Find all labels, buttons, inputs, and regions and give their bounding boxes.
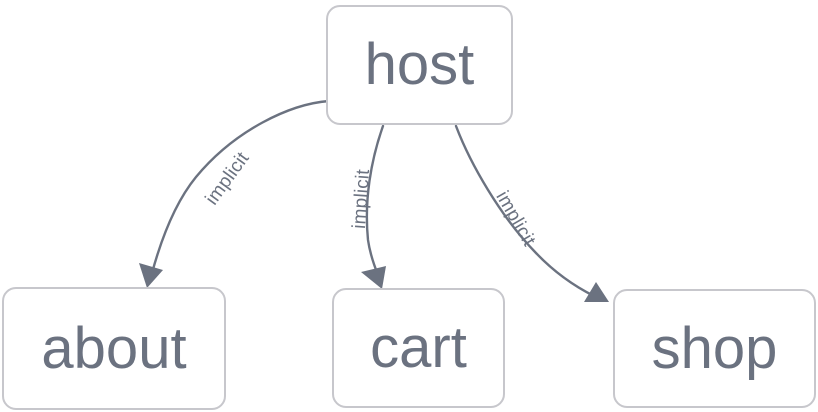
edge-host-about-arrowhead (139, 263, 163, 288)
node-host-label: host (364, 32, 475, 97)
edge-host-cart-label: implicit (349, 168, 374, 229)
edge-host-cart[interactable]: implicit (349, 124, 386, 289)
node-about[interactable]: about (2, 287, 226, 410)
edge-host-shop[interactable]: implicit (454, 124, 609, 302)
node-shop-label: shop (651, 315, 778, 381)
edge-host-cart-path (365, 124, 385, 277)
node-shop[interactable]: shop (613, 289, 816, 408)
edge-host-about-path (150, 99, 331, 275)
node-cart-label: cart (370, 315, 467, 380)
edge-host-about-label: implicit (202, 148, 254, 209)
edge-host-about[interactable]: implicit (139, 99, 331, 288)
node-cart[interactable]: cart (332, 288, 505, 408)
node-host[interactable]: host (326, 5, 513, 125)
edge-host-shop-path (454, 124, 596, 298)
edge-host-cart-arrowhead (361, 266, 386, 289)
node-about-label: about (41, 315, 187, 381)
edge-host-shop-arrowhead (584, 282, 609, 302)
edge-host-shop-label: implicit (491, 188, 539, 251)
